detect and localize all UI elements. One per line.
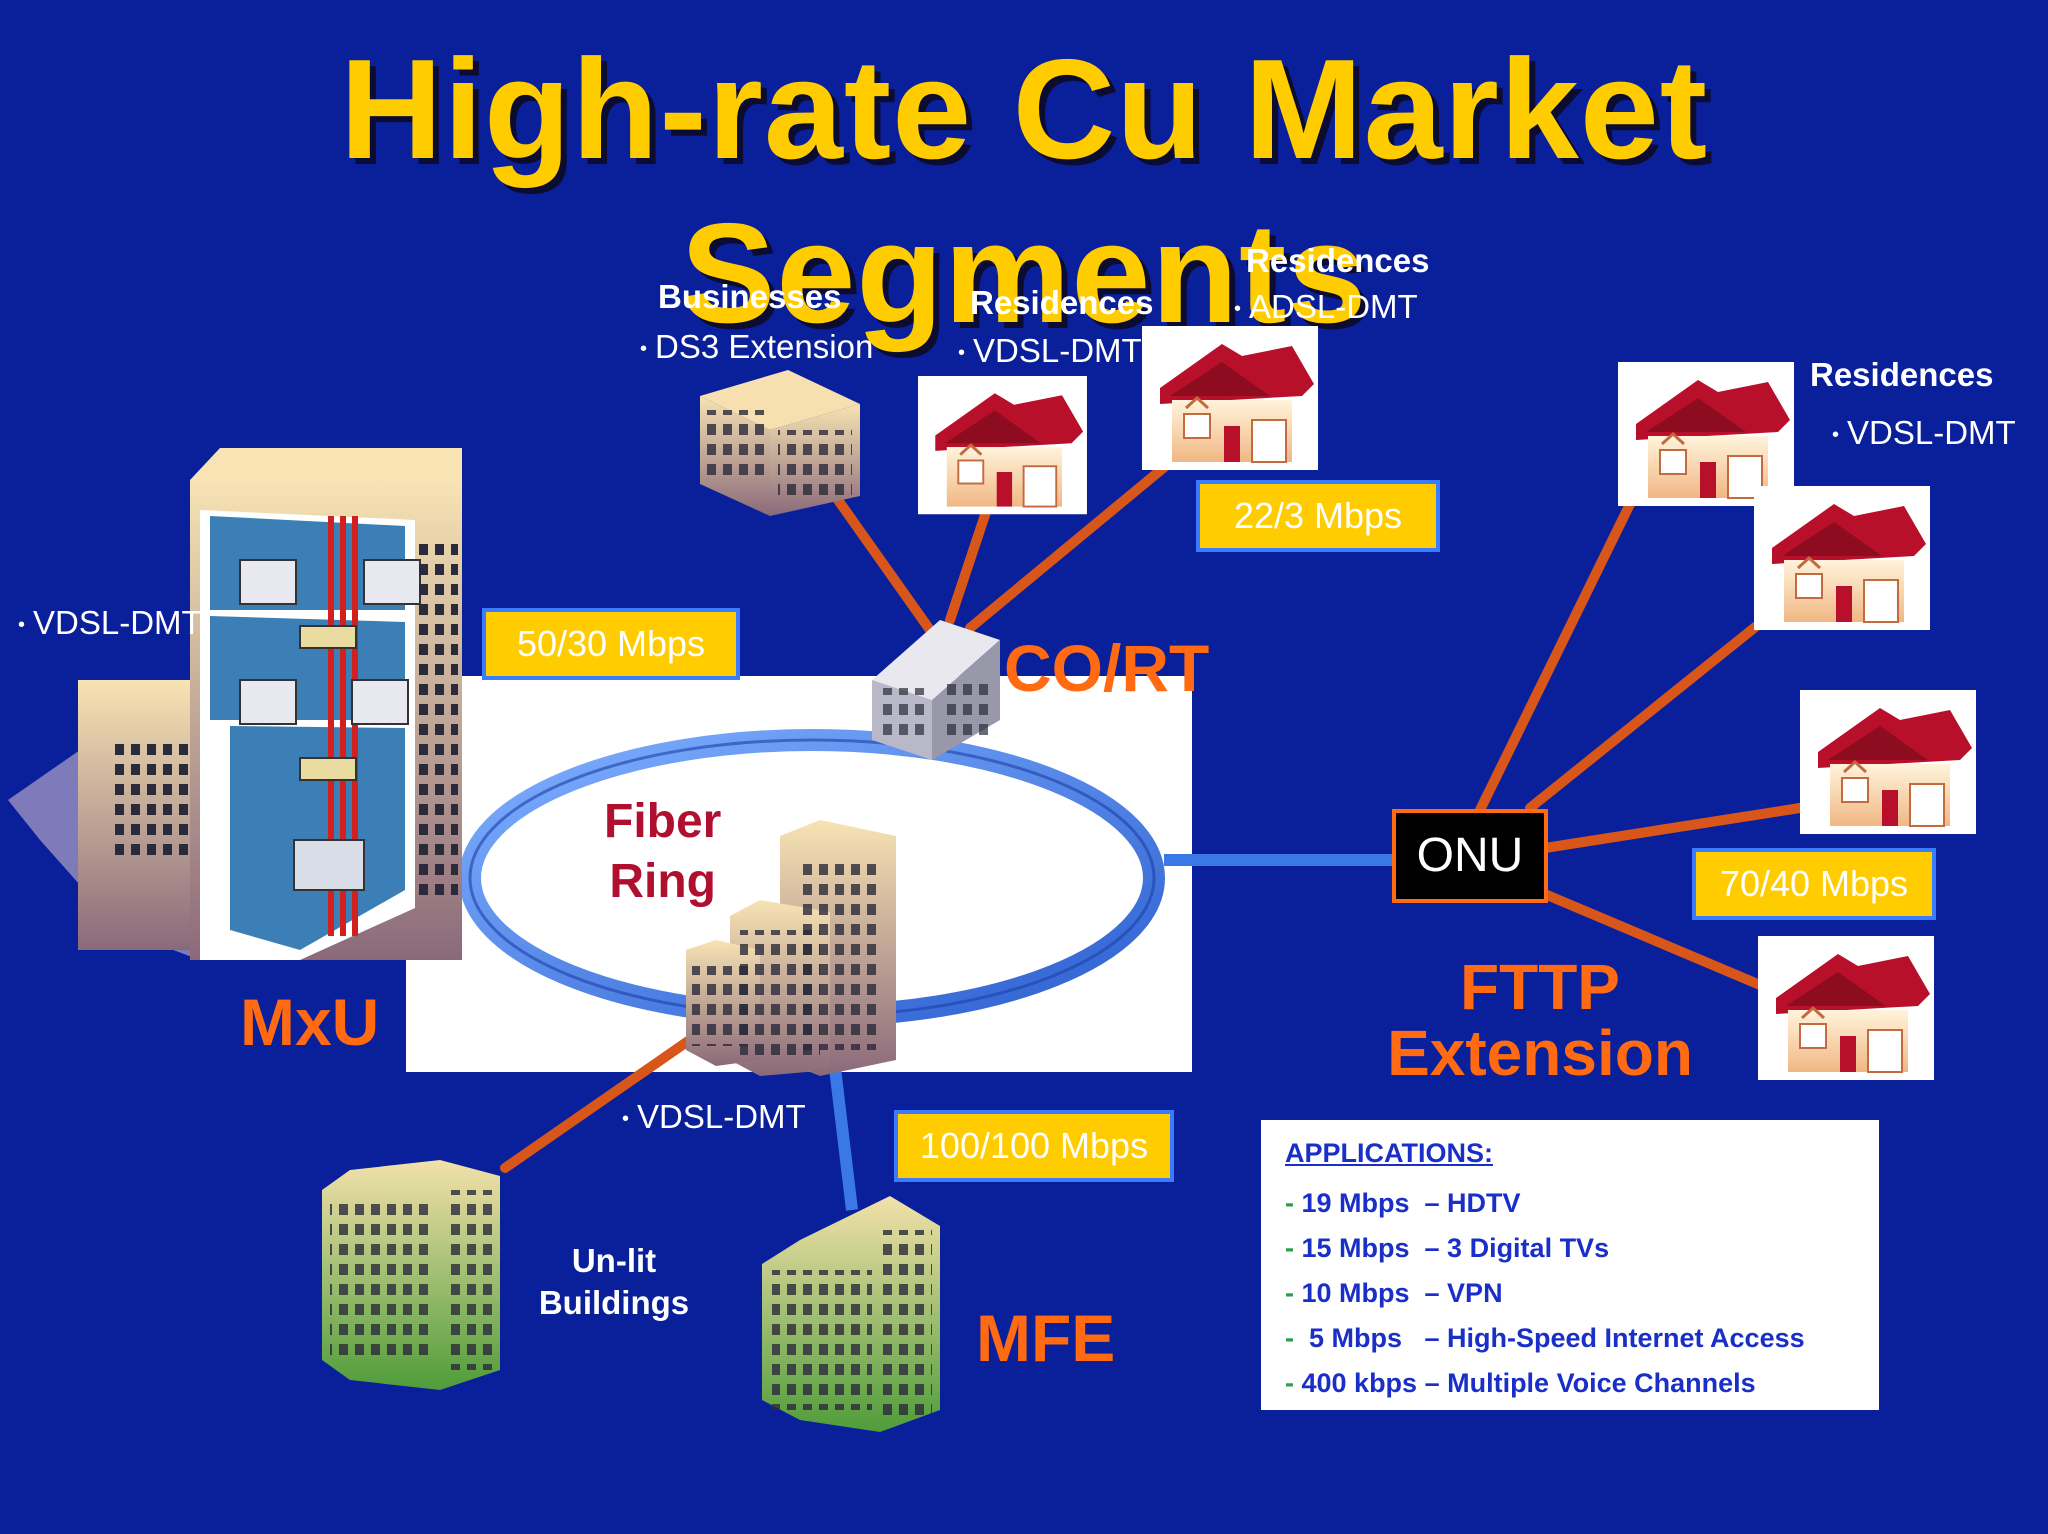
unlit-label: Un-lit Buildings bbox=[534, 1240, 694, 1324]
residences-vdsl-heading: Residences bbox=[970, 284, 1154, 321]
business-building-graphic bbox=[700, 370, 860, 516]
house-adsl bbox=[1140, 324, 1320, 472]
unlit-tech: •VDSL-DMT bbox=[622, 1098, 806, 1135]
rate-mfe: 100/100 Mbps bbox=[894, 1110, 1174, 1182]
unlit-line2: Buildings bbox=[538, 1284, 690, 1321]
ring-buildings-graphic bbox=[686, 820, 896, 1076]
unlit-line1: Un-lit bbox=[571, 1242, 657, 1279]
rate-adsl: 22/3 Mbps bbox=[1196, 480, 1440, 552]
residences-fttp-heading: Residences bbox=[1810, 356, 1994, 393]
fiber-ring-label: Fiber Ring bbox=[604, 792, 721, 912]
mfe-label: MFE bbox=[976, 1301, 1116, 1375]
fiber-ring-line2: Ring bbox=[609, 855, 716, 908]
page-title: High-rate Cu Market Segments bbox=[339, 30, 1709, 353]
fiber-ring-line1: Fiber bbox=[604, 795, 722, 848]
mfe-building-graphic bbox=[762, 1196, 940, 1432]
applications-box: APPLICATIONS: - 19 Mbps – HDTV - 15 Mbps… bbox=[1261, 1120, 1879, 1410]
co-rt-building-graphic bbox=[872, 620, 1000, 760]
fttp-line2: Extension bbox=[1387, 1017, 1693, 1089]
residences-vdsl-tech: •VDSL-DMT bbox=[958, 332, 1142, 369]
onu-box: ONU bbox=[1392, 809, 1548, 903]
house-fttp-3 bbox=[1798, 688, 1978, 836]
application-row: - 19 Mbps – HDTV bbox=[1285, 1188, 1521, 1218]
co-rt-label: CO/RT bbox=[1004, 631, 1210, 705]
application-row: - 15 Mbps – 3 Digital TVs bbox=[1285, 1233, 1610, 1263]
house-vdsl bbox=[916, 374, 1089, 516]
application-row: - 400 kbps – Multiple Voice Channels bbox=[1285, 1368, 1756, 1398]
rate-fttp: 70/40 Mbps bbox=[1692, 848, 1936, 920]
house-fttp-2 bbox=[1752, 484, 1932, 632]
fttp-label: FTTP Extension bbox=[1372, 954, 1708, 1086]
fiber-links bbox=[828, 854, 1392, 1211]
residences-fttp-tech: •VDSL-DMT bbox=[1832, 414, 2016, 451]
access-links bbox=[500, 445, 1805, 1173]
mxu-building-graphic bbox=[8, 448, 462, 960]
businesses-heading: Businesses bbox=[658, 278, 842, 315]
applications-heading: APPLICATIONS: bbox=[1285, 1138, 1493, 1168]
application-row: - 5 Mbps – High-Speed Internet Access bbox=[1285, 1323, 1805, 1353]
house-fttp-1 bbox=[1616, 360, 1796, 508]
application-row: - 10 Mbps – VPN bbox=[1285, 1278, 1503, 1308]
fttp-line1: FTTP bbox=[1460, 951, 1620, 1023]
house-fttp-4 bbox=[1756, 934, 1936, 1082]
residences-adsl-heading: Residences bbox=[1246, 242, 1430, 279]
rate-mxu: 50/30 Mbps bbox=[482, 608, 740, 680]
mxu-label: MxU bbox=[240, 985, 380, 1059]
residences-adsl-tech: •ADSL-DMT bbox=[1234, 288, 1418, 325]
mxu-tech: •VDSL-DMT bbox=[18, 604, 202, 641]
unlit-building-graphic bbox=[322, 1160, 500, 1390]
businesses-tech: •DS3 Extension bbox=[640, 328, 874, 365]
